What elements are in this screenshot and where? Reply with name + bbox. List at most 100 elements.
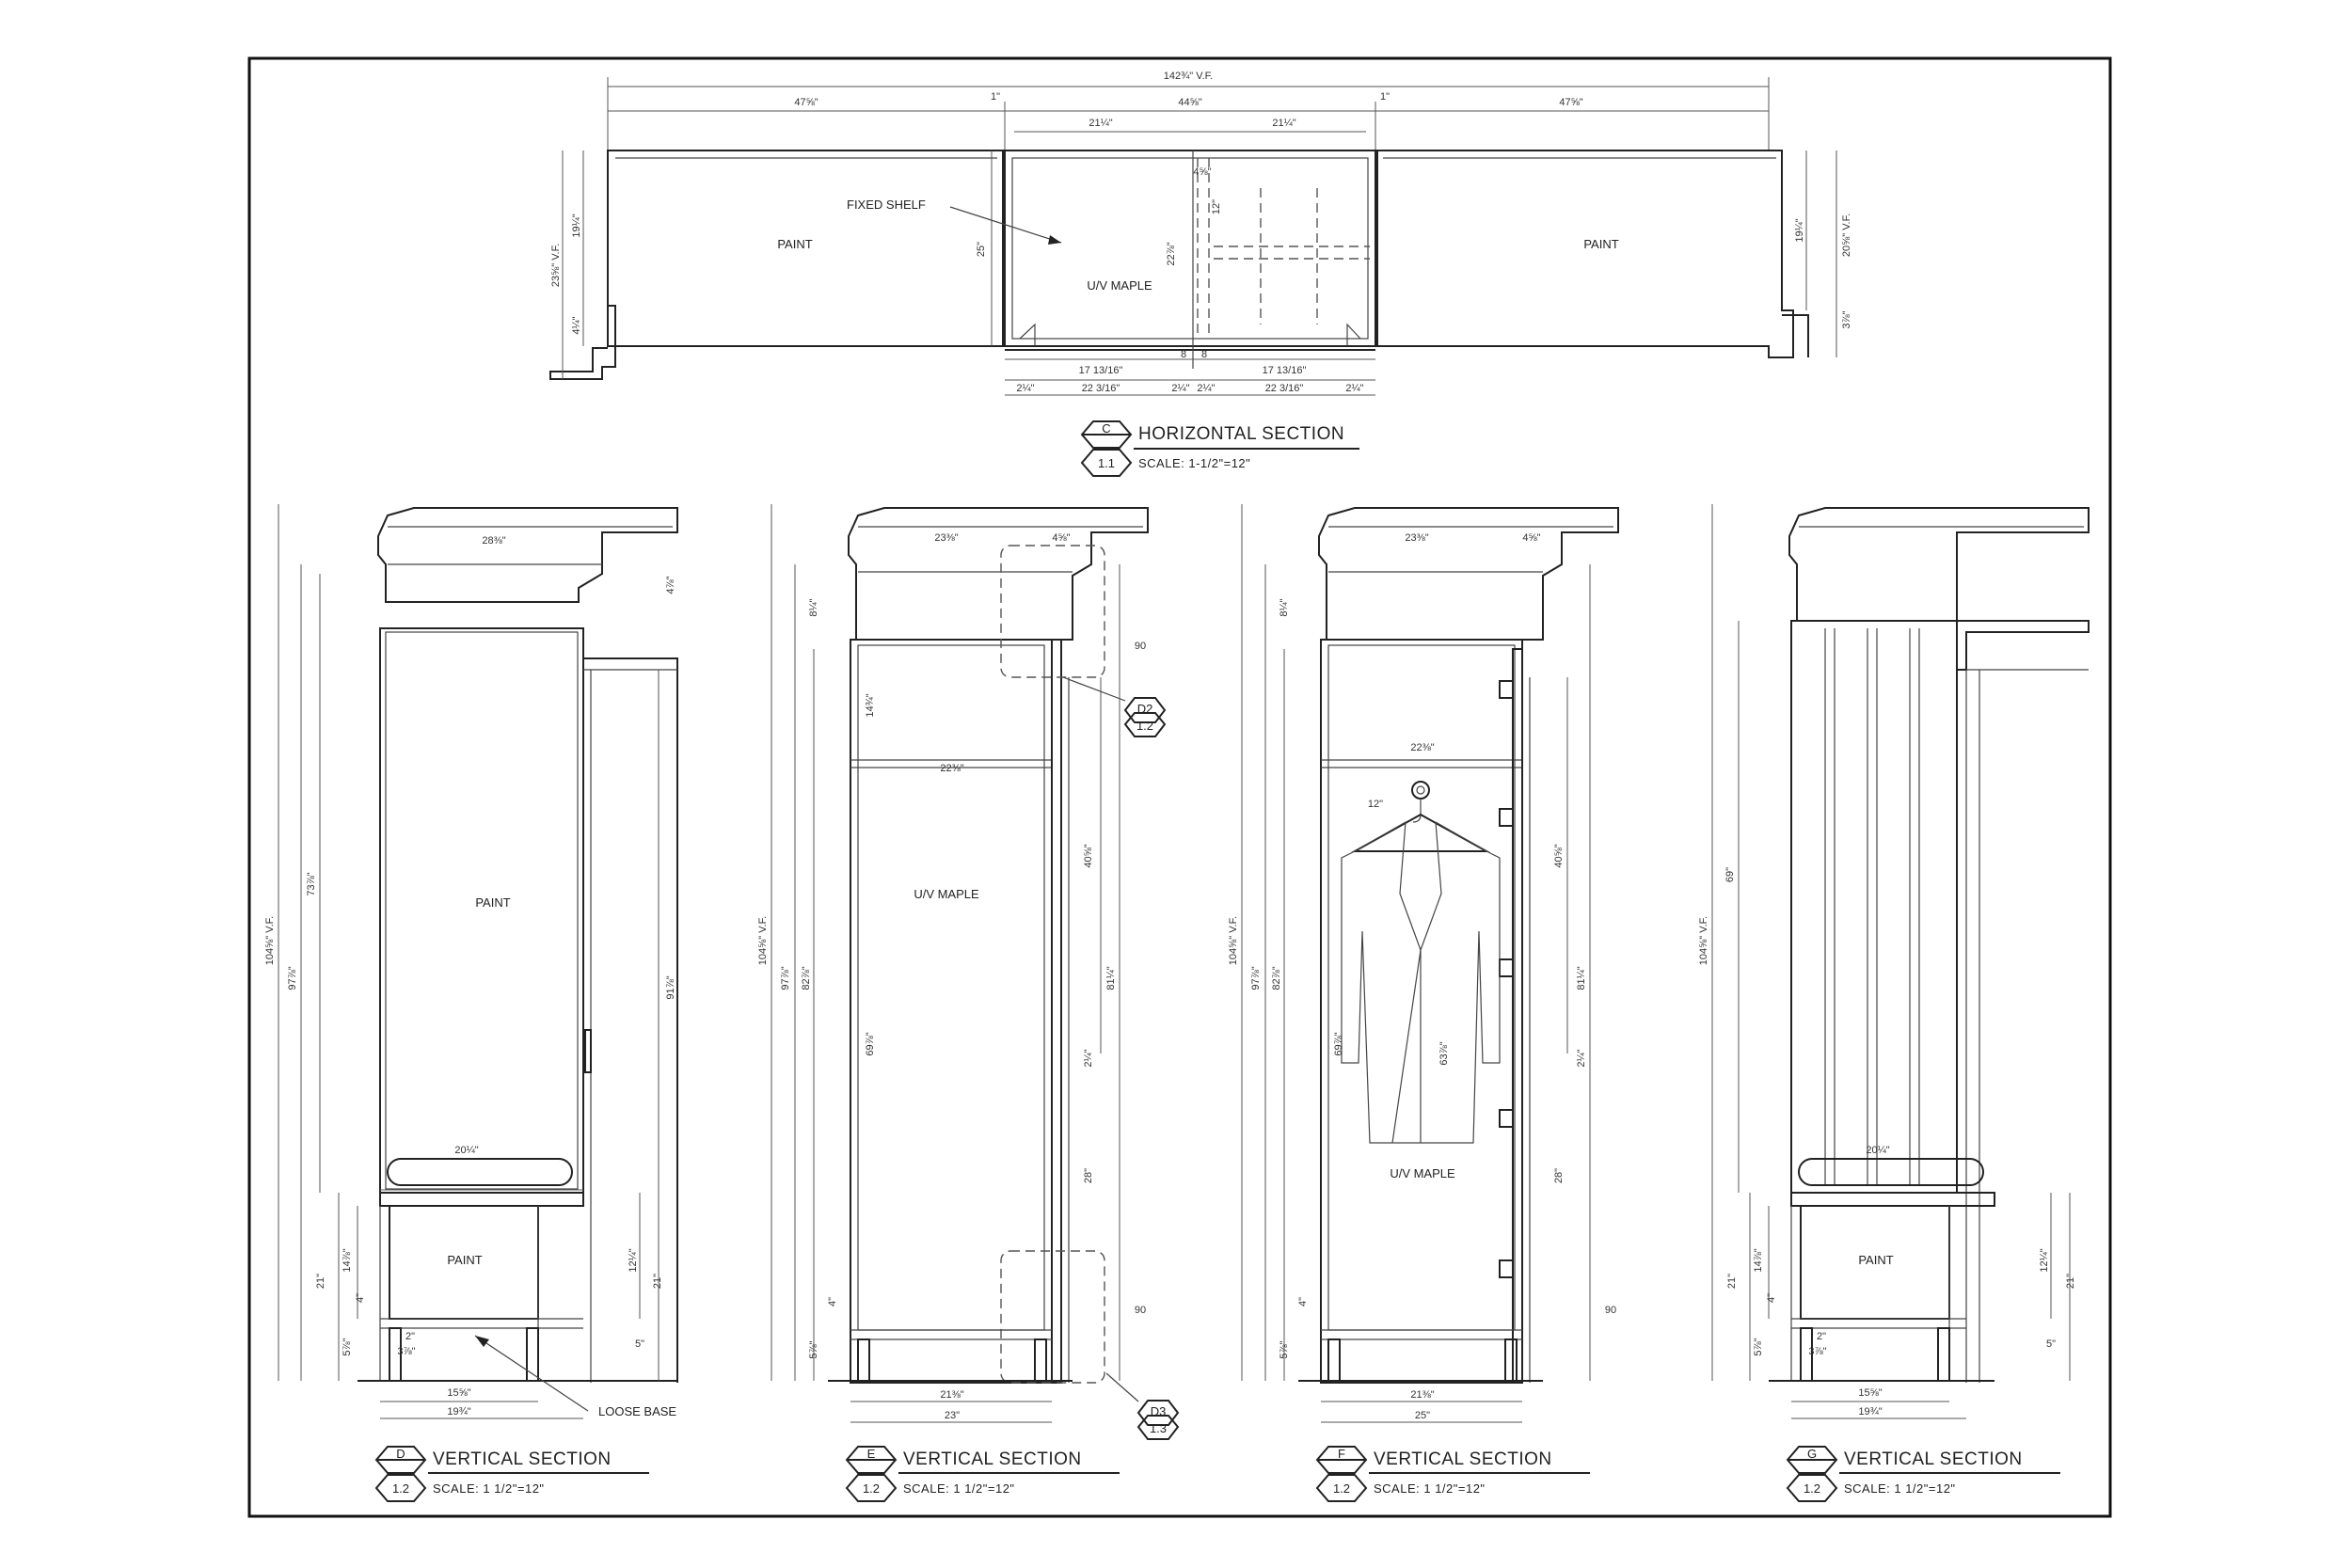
dim-e-cornice: 8¼": [808, 598, 819, 616]
dim-f-ninety: 90: [1605, 1305, 1616, 1316]
label-maple: U/V MAPLE: [1087, 278, 1152, 293]
dim-f-h1: 97⅞": [1250, 966, 1262, 990]
title-e: VERTICAL SECTION: [903, 1449, 1082, 1469]
tag-letter-c: C: [1102, 421, 1110, 436]
dim-f-top-width: 23⅜": [1405, 532, 1428, 544]
section-tag-f: F 1.2: [1315, 1446, 1368, 1502]
dim-e-overall: 104⅝" V.F.: [757, 916, 769, 965]
dim-f-h3: 69⅞": [1333, 1032, 1344, 1055]
dim-d-small-c: 5": [635, 1338, 644, 1350]
dim-mid-a: 2¼": [1171, 383, 1189, 394]
dim-d-base-h: 21": [315, 1274, 326, 1289]
dim-g-h1: 69": [1724, 867, 1736, 882]
dim-overall-width: 142¾" V.F.: [1164, 71, 1213, 82]
title-f: VERTICAL SECTION: [1374, 1449, 1552, 1469]
dim-d-foot-w: 19¾": [447, 1406, 470, 1418]
dim-twentyfive: 25": [976, 242, 987, 257]
dim-bottom-c: 22 3/16": [1082, 383, 1120, 394]
dim-g-base-h: 21": [1726, 1274, 1738, 1289]
dim-h-left: 19¼": [571, 214, 582, 237]
callout-d2-letter: D2: [1137, 702, 1153, 716]
vertical-section-e: D2 1.2 D3 1.3 104⅝" V.F. 97⅞" 82⅞" 69⅞" …: [757, 504, 1180, 1502]
dim-inner-center: 4⅝": [1193, 166, 1211, 178]
dim-d-drawer: 14⅞": [342, 1248, 353, 1272]
vertical-section-g: 104⅝" V.F. 69" 20¼" 21" 21" 14⅞" 12¼" 4"…: [1698, 504, 2090, 1502]
dim-e-r2: 81¼": [1105, 966, 1117, 990]
dim-e-h2: 82⅞": [801, 966, 812, 990]
dim-d-base-h-r: 21": [652, 1274, 663, 1289]
dim-g-bench: 20¼": [1866, 1145, 1889, 1156]
dim-d-h2: 73⅞": [306, 872, 317, 895]
callout-d2: D2 1.2: [1123, 697, 1167, 737]
dim-g-drawer-r: 12¼": [2039, 1248, 2050, 1272]
callout-d3-sheet: 1.3: [1150, 1421, 1167, 1435]
dim-depth-left: 23⅝" V.F.: [550, 244, 562, 287]
dim-h-right: 19¼": [1794, 218, 1805, 242]
dim-bottom-a: 17 13/16": [1079, 365, 1123, 376]
label-fixed-shelf: FIXED SHELF: [847, 198, 926, 212]
dim-inner-left: 21¼": [1089, 118, 1112, 129]
dim-center-bay: 44⅝": [1178, 97, 1201, 108]
tag-sheet-c: 1.1: [1098, 456, 1115, 470]
dim-e-h3: 69⅞": [865, 1032, 876, 1055]
dim-e-r4: 2¼": [1083, 1049, 1094, 1067]
dim-left-bay: 47⅝": [794, 97, 818, 108]
tag-sheet-f: 1.2: [1333, 1481, 1350, 1496]
dim-g-foot-w: 19¾": [1858, 1406, 1882, 1418]
dim-f-r3: 28": [1553, 1168, 1565, 1183]
dim-e-upper: 14¾": [865, 693, 876, 717]
dim-g-small-b: 2": [1817, 1331, 1826, 1342]
dim-f-rod: 22⅜": [1410, 742, 1434, 753]
tag-letter-f: F: [1338, 1447, 1345, 1461]
dim-g-drawer: 14⅞": [1753, 1248, 1764, 1272]
tag-sheet-d: 1.2: [392, 1481, 409, 1496]
dim-depth-right: 20⅝" V.F.: [1841, 214, 1852, 257]
dim-e-four: 4": [827, 1297, 838, 1307]
dim-d-cornice: 4⅞": [665, 576, 676, 594]
label-paint-right: PAINT: [1583, 237, 1618, 251]
dim-e-foot: 21⅜": [940, 1389, 963, 1401]
dim-d-overall: 104⅝" V.F.: [264, 916, 276, 965]
dim-e-ninety-b: 90: [1135, 1305, 1146, 1316]
dim-e-bottom: 23": [945, 1410, 960, 1421]
dim-e-h1: 97⅞": [780, 966, 791, 990]
dim-right-bay: 47⅝": [1559, 97, 1582, 108]
dim-f-r2: 81¼": [1576, 966, 1587, 990]
dim-shelf-depth: 22⅞": [1166, 242, 1177, 265]
dim-f-h2: 82⅞": [1271, 966, 1282, 990]
section-tag-g: G 1.2: [1786, 1446, 1838, 1502]
dim-d-four: 4": [355, 1293, 366, 1303]
dim-e-ninety-a: 90: [1135, 641, 1146, 652]
dim-e-top-right: 4⅝": [1052, 532, 1070, 544]
dim-g-small-a: 3⅞": [1808, 1346, 1826, 1357]
label-f-maple: U/V MAPLE: [1390, 1166, 1455, 1180]
label-loose-base: LOOSE BASE: [598, 1404, 676, 1418]
dim-d-small-b: 2": [405, 1331, 415, 1342]
dim-inner-right: 21¼": [1272, 118, 1295, 129]
dim-f-toe: 5⅞": [1279, 1340, 1290, 1358]
dim-e-r3: 28": [1083, 1168, 1094, 1183]
dim-gap-right: 2¼": [1345, 383, 1363, 394]
dim-small-right: 3⅞": [1841, 310, 1852, 328]
dim-g-overall: 104⅝" V.F.: [1698, 916, 1709, 965]
label-e-maple: U/V MAPLE: [914, 887, 979, 901]
tag-sheet-g: 1.2: [1804, 1481, 1820, 1496]
callout-d2-sheet: 1.2: [1136, 719, 1153, 733]
dim-f-four: 4": [1297, 1297, 1309, 1307]
dim-bottom-d: 22 3/16": [1265, 383, 1304, 394]
dim-g-small-c: 5": [2046, 1338, 2056, 1350]
section-tag-d: D 1.2: [374, 1446, 427, 1502]
dim-f-twelve: 12": [1368, 799, 1383, 810]
scale-horizontal-section: SCALE: 1-1/2"=12": [1138, 456, 1250, 470]
dim-f-r4: 2¼": [1576, 1049, 1587, 1067]
tag-sheet-e: 1.2: [863, 1481, 880, 1496]
dim-f-bottom: 25": [1415, 1410, 1430, 1421]
callout-d3-letter: D3: [1151, 1404, 1167, 1418]
dim-gap-left: 2¼": [1016, 383, 1034, 394]
section-tag-e: E 1.2: [845, 1446, 898, 1502]
callout-d3: D3 1.3: [1136, 1400, 1180, 1440]
dim-e-top-width: 23⅜": [934, 532, 958, 544]
dim-eight-a: 8: [1181, 349, 1186, 360]
dim-d-bench: 20¼": [454, 1145, 478, 1156]
